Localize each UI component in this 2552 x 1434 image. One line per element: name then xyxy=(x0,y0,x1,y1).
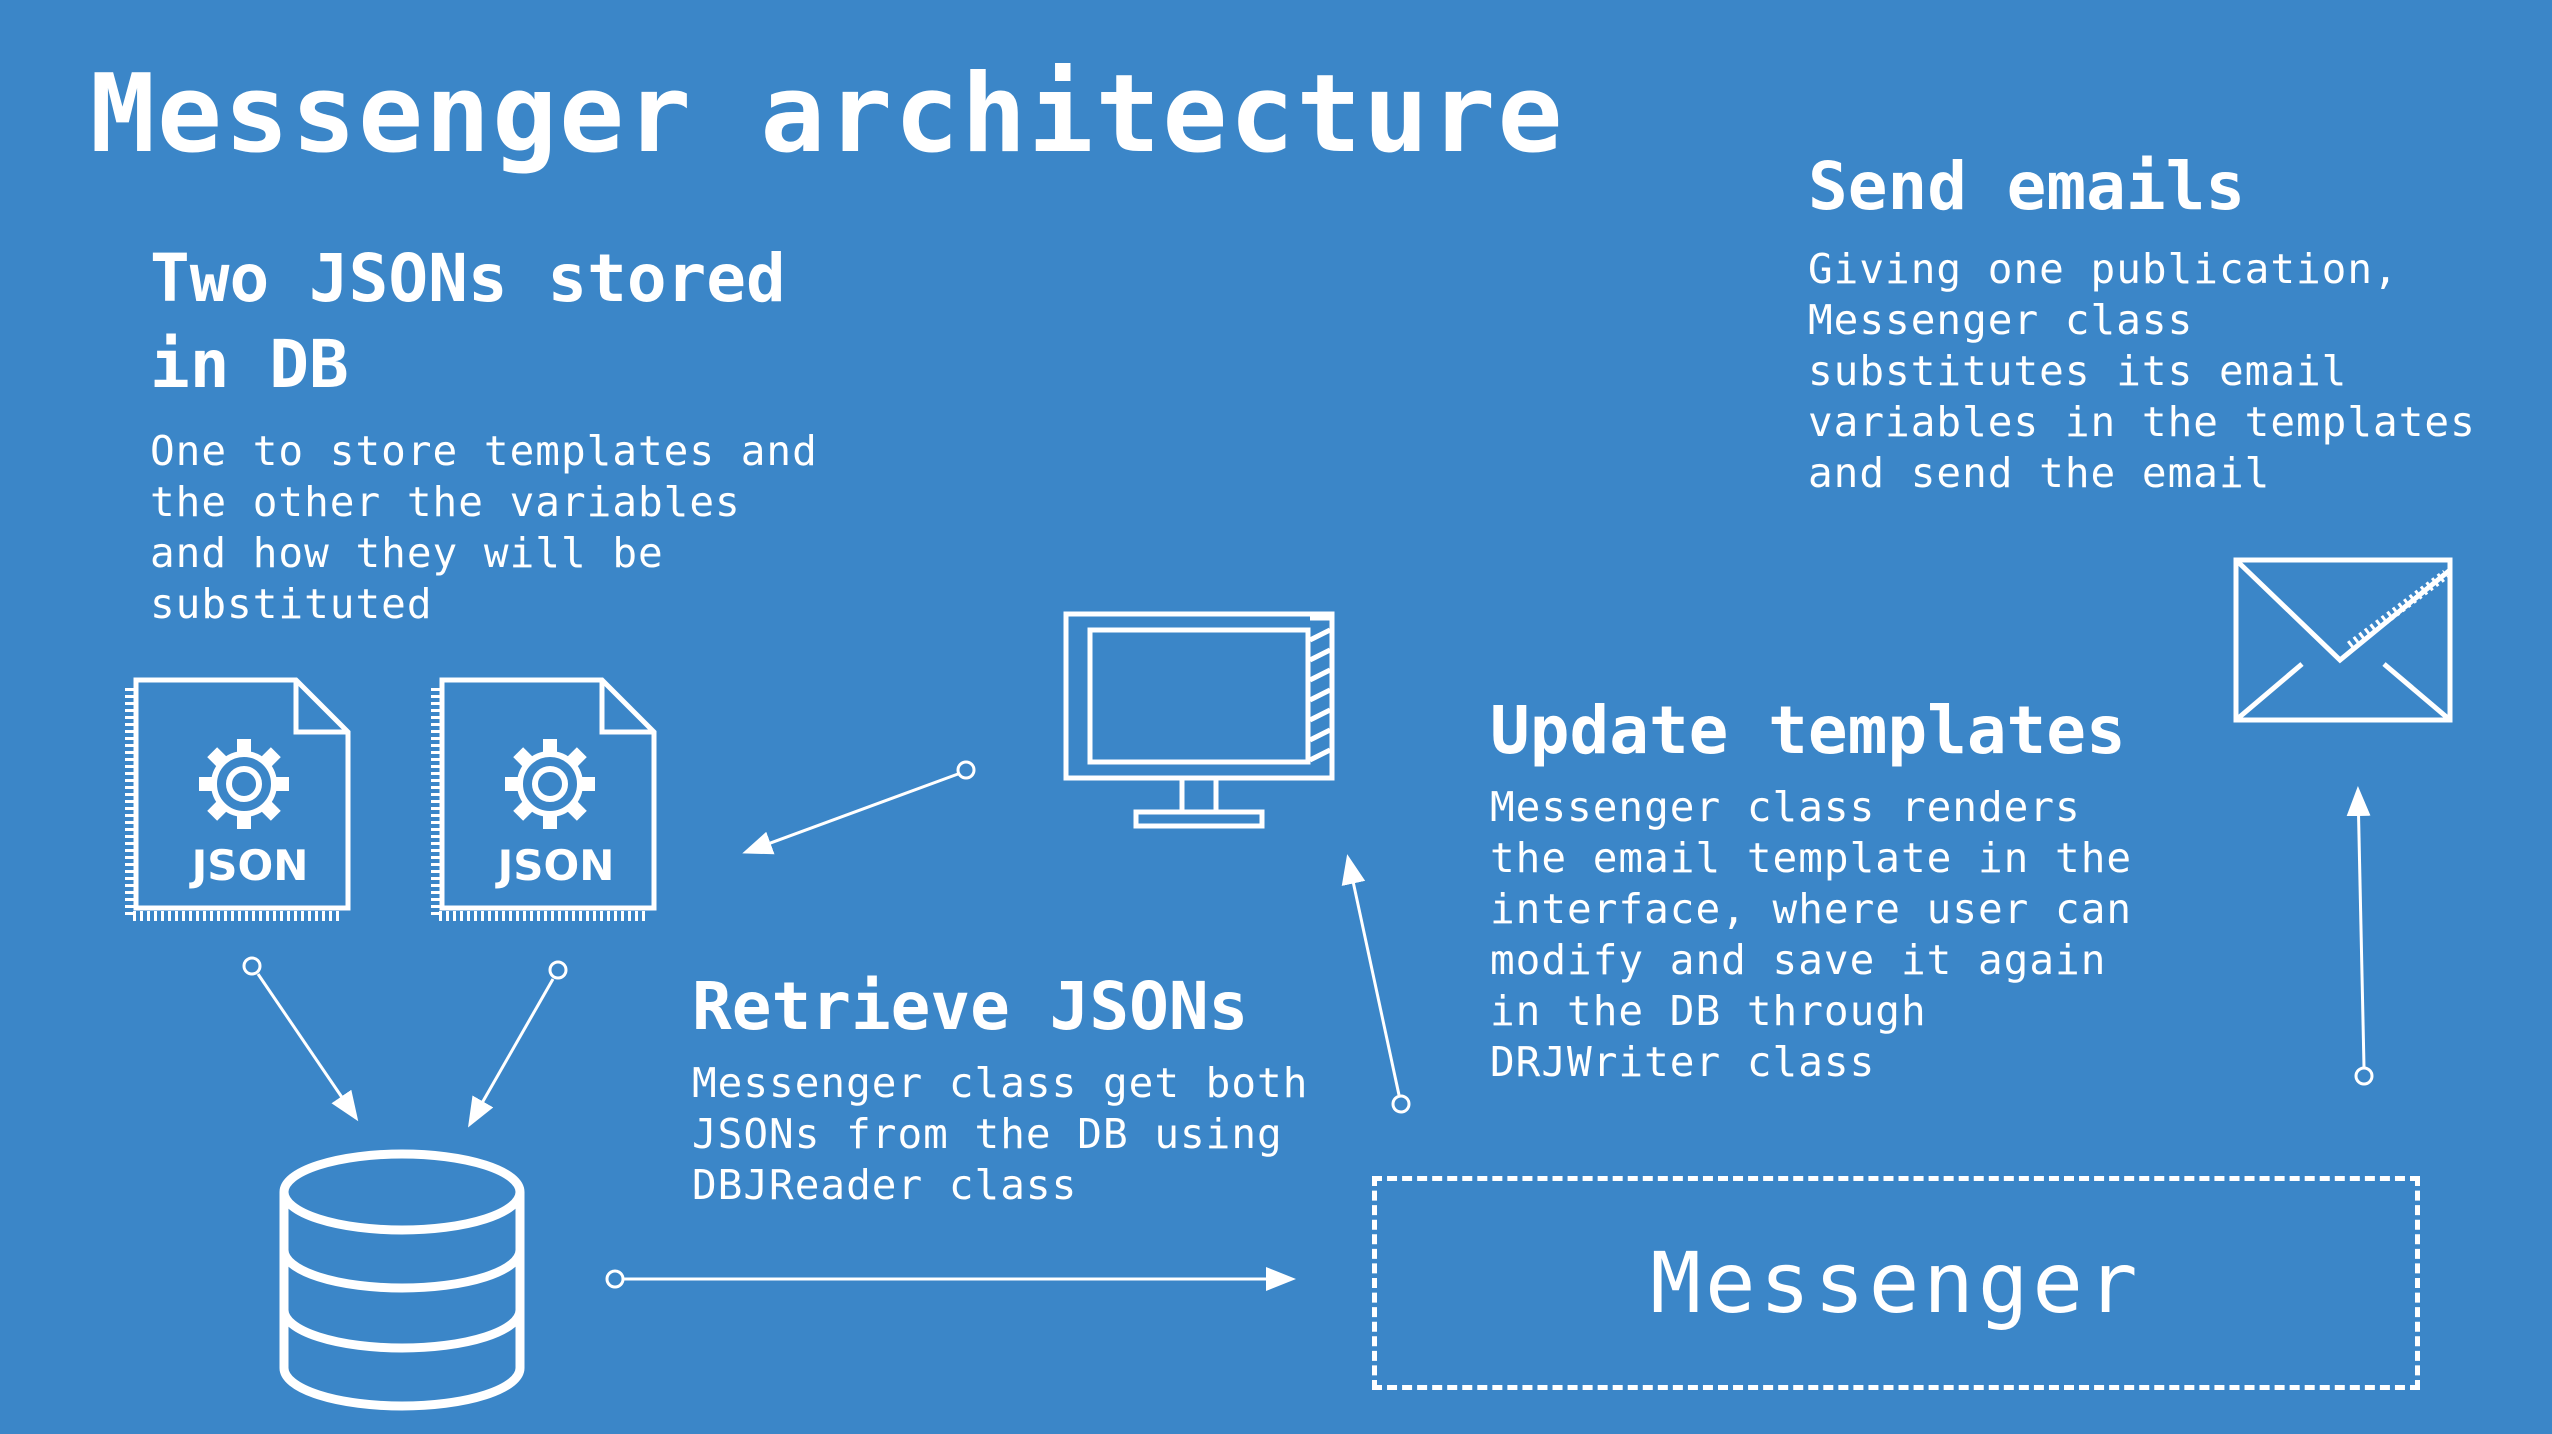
send-body-line: variables in the templates xyxy=(1808,398,2476,446)
store-body-line: One to store templates and xyxy=(150,427,818,475)
retrieve-body-line: JSONs from the DB using xyxy=(692,1110,1283,1158)
gear-icon xyxy=(199,739,289,829)
update-body-line: modify and save it again xyxy=(1490,936,2107,984)
retrieve-body: Messenger class get both JSONs from the … xyxy=(692,1058,1308,1211)
retrieve-body-line: DBJReader class xyxy=(692,1161,1078,1209)
retrieve-heading: Retrieve JSONs xyxy=(692,968,1249,1045)
json-file-label: JSON xyxy=(495,841,615,890)
database-icon xyxy=(279,1149,525,1411)
retrieve-body-line: Messenger class get both xyxy=(692,1059,1309,1107)
messenger-box: Messenger xyxy=(1372,1176,2420,1390)
update-body-line: the email template in the xyxy=(1490,834,2133,882)
arrow-messenger-to-monitor xyxy=(1341,854,1411,1114)
update-heading: Update templates xyxy=(1490,692,2126,769)
arrow-db-to-messenger xyxy=(605,1267,1296,1291)
messenger-label: Messenger xyxy=(1650,1234,2142,1332)
update-section: Update templates Messenger class renders… xyxy=(1490,688,2132,1088)
send-body-line: Giving one publication, xyxy=(1808,245,2399,293)
arrow-json1-to-db xyxy=(242,956,359,1122)
send-body-line: and send the email xyxy=(1808,449,2271,497)
store-heading-line2: in DB xyxy=(150,326,349,403)
monitor-icon xyxy=(1063,611,1335,829)
update-body-line: interface, where user can xyxy=(1490,885,2133,933)
store-body-line: and how they will be xyxy=(150,529,664,577)
send-heading: Send emails xyxy=(1808,148,2246,225)
arrow-monitor-to-json xyxy=(742,760,976,855)
store-heading-line1: Two JSONs stored xyxy=(150,240,786,317)
update-body-line: Messenger class renders xyxy=(1490,783,2081,831)
update-body-line: DRJWriter class xyxy=(1490,1038,1876,1086)
store-section: Two JSONs stored in DB One to store temp… xyxy=(150,236,818,630)
send-body: Giving one publication, Messenger class … xyxy=(1808,244,2476,499)
send-body-line: Messenger class xyxy=(1808,296,2194,344)
gear-icon xyxy=(505,739,595,829)
json-file-label: JSON xyxy=(189,841,309,890)
arrow-messenger-to-envelope xyxy=(2346,786,2374,1086)
store-body-line: the other the variables xyxy=(150,478,741,526)
send-section: Send emails Giving one publication, Mess… xyxy=(1808,144,2476,499)
json-file-icon xyxy=(125,677,351,921)
page-title: Messenger architecture xyxy=(90,52,1565,177)
update-body-line: in the DB through xyxy=(1490,987,1927,1035)
retrieve-section: Retrieve JSONs Messenger class get both … xyxy=(692,964,1308,1211)
store-body-line: substituted xyxy=(150,580,433,628)
arrow-json2-to-db xyxy=(468,960,568,1128)
store-body: One to store templates and the other the… xyxy=(150,426,818,630)
send-body-line: substitutes its email xyxy=(1808,347,2348,395)
json-file-icon xyxy=(431,677,657,921)
envelope-icon xyxy=(2233,557,2453,723)
update-body: Messenger class renders the email templa… xyxy=(1490,782,2132,1088)
